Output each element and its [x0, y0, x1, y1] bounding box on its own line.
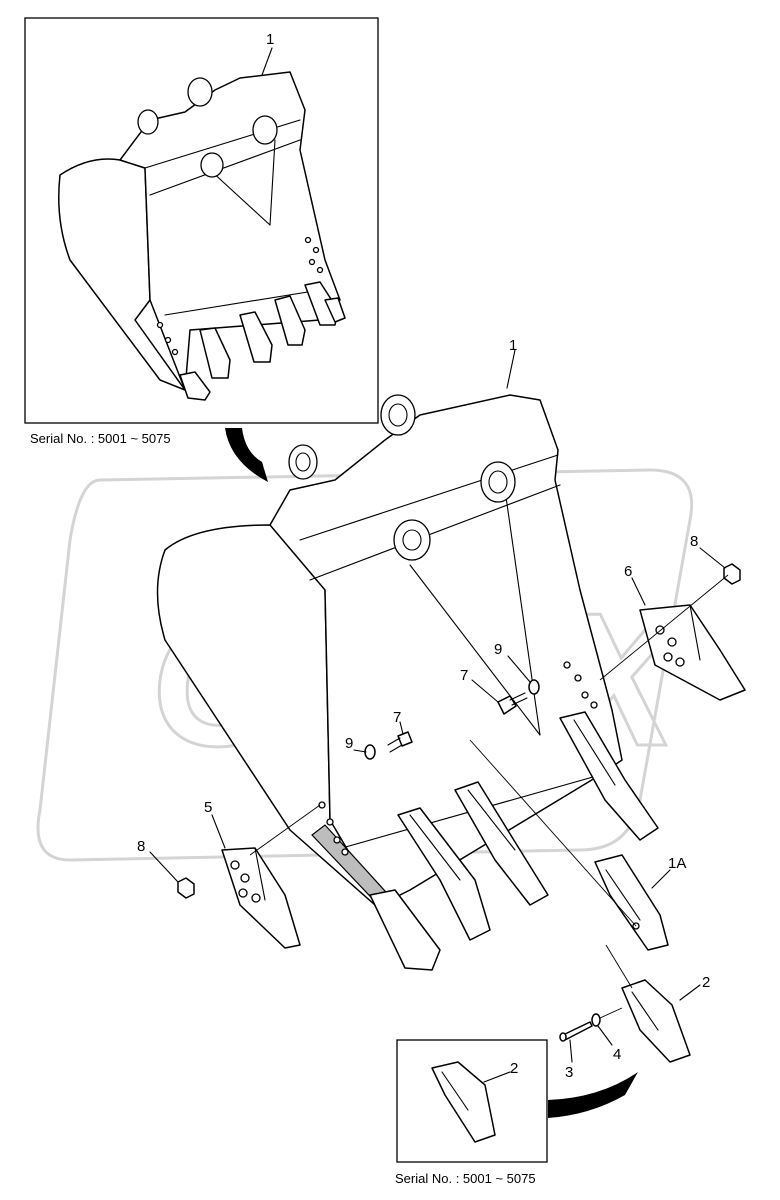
callout-tooth-point: 2	[702, 974, 710, 991]
boss-hole-2	[288, 444, 318, 480]
washer-right	[528, 679, 540, 695]
inset-bottom-callout-2: 2	[510, 1060, 518, 1077]
inset-top-callout-1: 1	[266, 31, 274, 48]
boss-hole-3	[480, 461, 516, 503]
nut-right: 8	[599, 533, 741, 681]
tooth-adapter: 1A	[594, 854, 686, 951]
callout-washer-right: 9	[494, 641, 502, 658]
callout-side-cutter-right: 6	[624, 563, 632, 580]
callout-pin: 3	[565, 1064, 573, 1081]
inset-bottom-arrow	[548, 1072, 638, 1118]
inset-bucket-drawing	[58, 71, 346, 401]
callout-bucket: 1	[509, 337, 517, 354]
bucket-teeth	[369, 711, 659, 971]
bolt-left: 7 9	[345, 709, 413, 760]
lock: 4	[591, 1013, 621, 1063]
bucket-assembly: 1	[156, 337, 659, 971]
nut-left: 8	[137, 838, 195, 899]
inset-top-leader	[261, 47, 273, 76]
tooth-point: 2	[621, 974, 710, 1063]
callout-bolt-left: 7	[393, 709, 401, 726]
bolt-right: 7 9	[460, 641, 540, 715]
callout-nut-right: 8	[690, 533, 698, 550]
inset-bottom-serial-label: Serial No. : 5001 ~ 5075	[395, 1171, 536, 1186]
callout-nut-left: 8	[137, 838, 145, 855]
boss-hole-4	[393, 519, 431, 561]
callout-side-cutter-left: 5	[204, 799, 212, 816]
inset-top-arrow	[225, 428, 268, 482]
inset-bottom: 2	[396, 1039, 548, 1163]
callout-lock: 4	[613, 1046, 621, 1063]
callout-washer-left: 9	[345, 735, 353, 752]
bucket-leader	[506, 349, 516, 389]
inset-top: 1	[24, 17, 379, 424]
boss-hole-1	[380, 394, 416, 436]
callout-tooth-adapter: 1A	[668, 855, 686, 872]
pin: 3	[559, 1021, 593, 1081]
side-cutter-left: 5	[204, 799, 321, 949]
inset-top-serial-label: Serial No. : 5001 ~ 5075	[30, 431, 171, 446]
callout-bolt-right: 7	[460, 667, 468, 684]
side-cutter-right: 6	[624, 563, 746, 701]
